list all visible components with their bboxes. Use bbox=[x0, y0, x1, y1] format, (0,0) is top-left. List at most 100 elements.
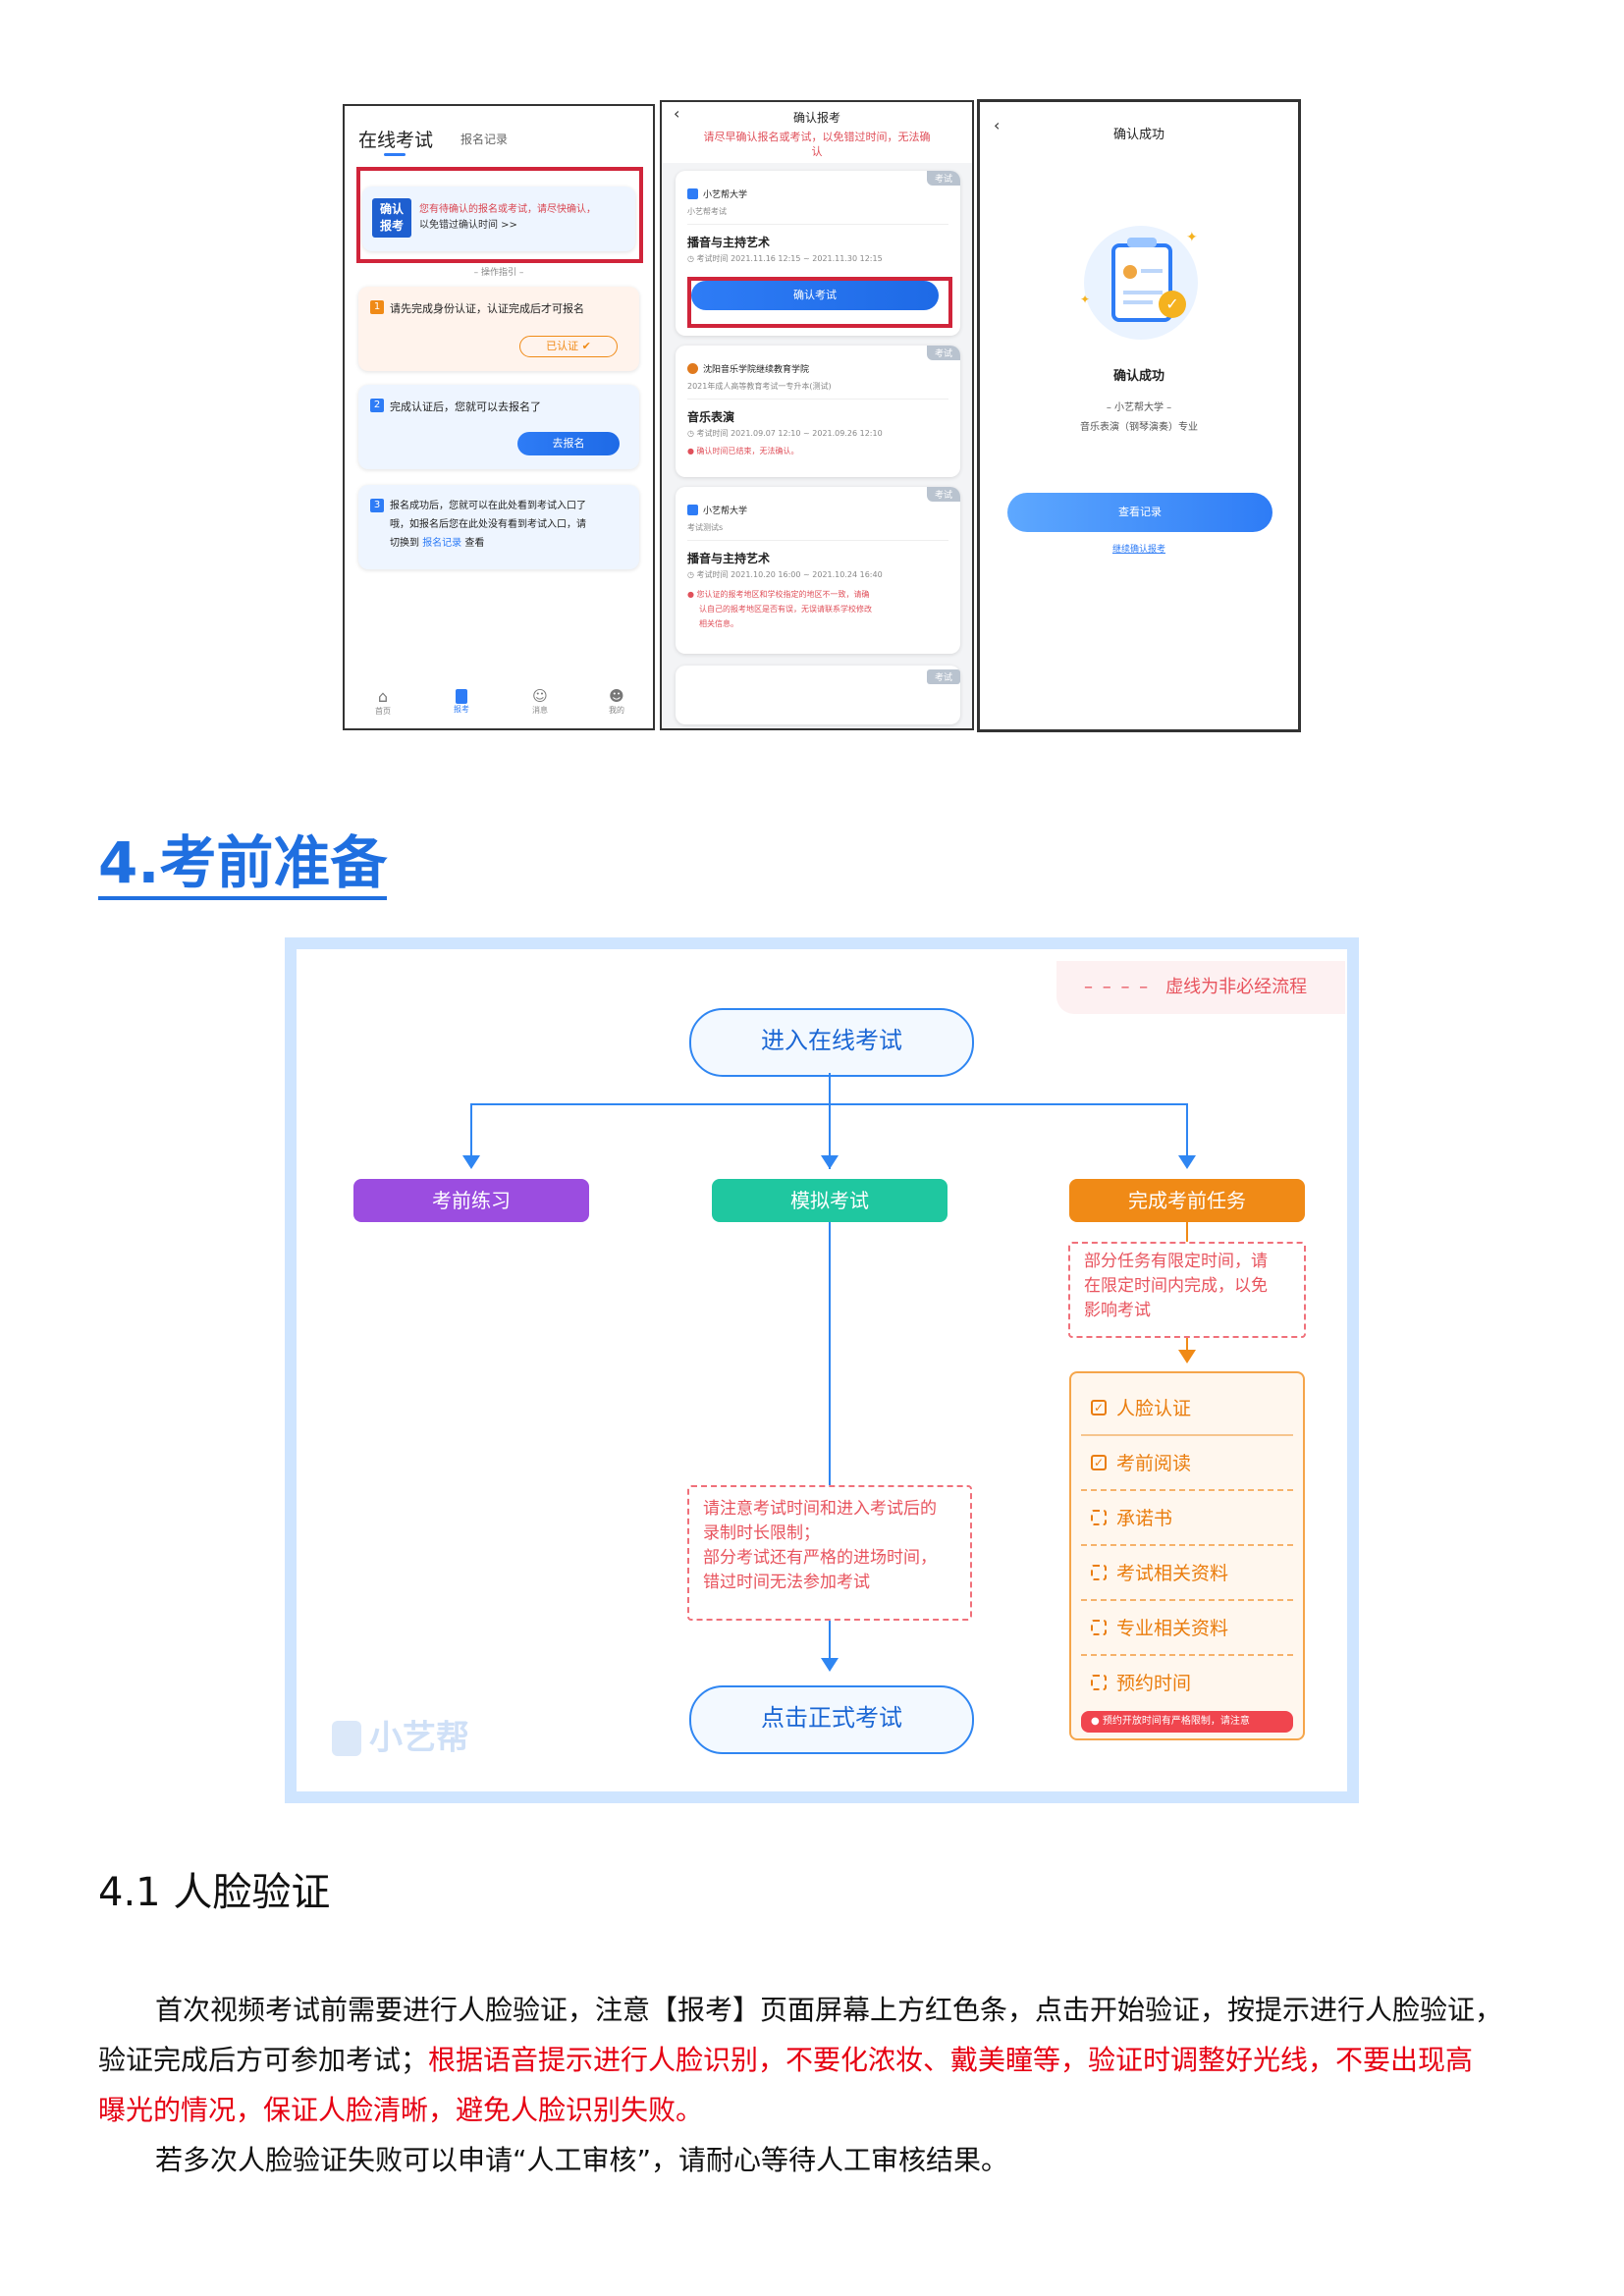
legend-dash: – – – – bbox=[1084, 977, 1151, 997]
checkmark-icon: ✔ bbox=[581, 340, 591, 352]
task-note-line-3: 影响考试 bbox=[1084, 1301, 1151, 1320]
task-note-line-1: 部分任务有限定时间，请 bbox=[1084, 1252, 1268, 1271]
connector bbox=[1186, 1222, 1188, 1242]
logo-icon bbox=[332, 1720, 361, 1756]
p1-line-3-red: 曝光的情况，保证人脸清晰，避免人脸识别失败。 bbox=[98, 2094, 704, 2126]
tab-online-exam[interactable]: 在线考试 bbox=[358, 130, 434, 151]
appointment-warning: ● 预约开放时间有严格限制，请注意 bbox=[1081, 1711, 1293, 1733]
report-icon bbox=[456, 689, 467, 704]
notice-line-1: 您有待确认的报名或考试，请尽快确认， bbox=[419, 204, 596, 215]
message-icon: ☺ bbox=[532, 687, 548, 705]
checkbox-optional-icon bbox=[1091, 1674, 1107, 1690]
card-divider bbox=[687, 540, 948, 541]
warning-icon: ● bbox=[1091, 1716, 1100, 1727]
exam-card-3: 考试 小艺帮大学 考试测试s 播音与主持艺术 ◷ 考试时间 2021.10.20… bbox=[676, 487, 960, 654]
exam-error: ● 确认时间已结束，无法确认。 bbox=[687, 446, 799, 456]
face-verify-paragraph-1: 首次视频考试前需要进行人脸验证，注意【报考】页面屏幕上方红色条，点击开始验证，按… bbox=[98, 1985, 1532, 2135]
connector bbox=[829, 1073, 831, 1169]
mock-exam-note: 请注意考试时间和进入考试后的 录制时长限制； 部分考试还有严格的进场时间， 错过… bbox=[687, 1485, 972, 1621]
exam-time-text: 考试时间 2021.09.07 12:10 ~ 2021.09.26 12:10 bbox=[696, 429, 883, 438]
card-divider bbox=[687, 224, 948, 225]
p1-line-2a: 验证完成后方可参加考试； bbox=[98, 2044, 429, 2076]
arrow-icon bbox=[462, 1155, 480, 1169]
task-divider bbox=[1081, 1654, 1293, 1656]
exam-error-text: 确认时间已结束，无法确认。 bbox=[696, 447, 799, 455]
task-divider bbox=[1081, 1489, 1293, 1491]
exam-time: ◷ 考试时间 2021.10.20 16:00 ~ 2021.10.24 16:… bbox=[687, 569, 883, 580]
checkbox-optional-icon bbox=[1091, 1509, 1107, 1525]
school-logo-icon bbox=[687, 363, 698, 374]
task-time-note: 部分任务有限定时间，请 在限定时间内完成，以免 影响考试 bbox=[1068, 1242, 1306, 1338]
mock-note-line-1: 请注意考试时间和进入考试后的 bbox=[703, 1499, 937, 1519]
nav-message[interactable]: ☺ 消息 bbox=[525, 687, 555, 716]
home-icon: ⌂ bbox=[377, 687, 389, 706]
nav-home[interactable]: ⌂ 首页 bbox=[368, 687, 398, 717]
connector bbox=[1186, 1338, 1188, 1352]
step2-text: 完成认证后，您就可以去报名了 bbox=[390, 400, 541, 413]
mock-note-line-4: 错过时间无法参加考试 bbox=[703, 1573, 870, 1592]
back-icon[interactable]: ‹ bbox=[994, 116, 1001, 134]
checkbox-optional-icon bbox=[1091, 1619, 1107, 1635]
school-sub: 2021年成人高等教育考试一专升本(测试) bbox=[687, 382, 832, 391]
guide-step-1: 1 请先完成身份认证，认证完成后才可报名 已认证 ✔ bbox=[358, 287, 639, 371]
connector bbox=[470, 1103, 472, 1157]
continue-confirm-link[interactable]: 继续确认报考 bbox=[1111, 545, 1165, 555]
guide-title: – 操作指引 – bbox=[473, 268, 524, 278]
school-sub: 考试测试s bbox=[687, 523, 724, 532]
nav-report[interactable]: 报考 bbox=[447, 687, 476, 715]
confirm-exam-button[interactable]: 确认考试 bbox=[691, 281, 939, 310]
go-register-button[interactable]: 去报名 bbox=[517, 432, 620, 455]
exam-tag: 考试 bbox=[926, 171, 960, 186]
success-heading: 确认成功 bbox=[1112, 369, 1164, 384]
bottom-nav: ⌂ 首页 报考 ☺ 消息 ☻ 我的 bbox=[345, 687, 653, 728]
step3-text: 报名成功后，您就可以在此处看到考试入口了 哦，如报名后您在此处没有看到考试入口，… bbox=[390, 497, 586, 553]
tab-registration-record[interactable]: 报名记录 bbox=[460, 133, 509, 146]
task-appointment: 预约时间 bbox=[1071, 1656, 1303, 1711]
phone-screen-online-exam: 在线考试 报名记录 确认 报考 您有待确认的报名或考试，请尽快确认， 以免错过确… bbox=[343, 104, 655, 730]
notice-text: 您有待确认的报名或考试，请尽快确认， 以免错过确认时间 >> bbox=[419, 202, 596, 234]
confirm-warning-bar: 请尽早确认报名或考试，以免错过时间，无法确 认 bbox=[662, 130, 972, 163]
task-label: 人脸认证 bbox=[1116, 1398, 1192, 1419]
clock-icon: ◷ bbox=[687, 429, 694, 438]
connector bbox=[470, 1103, 1187, 1105]
nav-mine-label: 我的 bbox=[609, 706, 624, 715]
pending-confirm-notice[interactable]: 确认 报考 您有待确认的报名或考试，请尽快确认， 以免错过确认时间 >> bbox=[362, 187, 635, 251]
warning-line-2: 认 bbox=[811, 145, 823, 158]
verified-button[interactable]: 已认证 ✔ bbox=[519, 336, 618, 357]
mock-exam-node: 模拟考试 bbox=[712, 1179, 947, 1222]
task-label: 承诺书 bbox=[1116, 1508, 1173, 1529]
task-label: 专业相关资料 bbox=[1116, 1618, 1229, 1639]
exam-tag: 考试 bbox=[926, 346, 960, 360]
step3-line-2: 哦，如报名后您在此处没有看到考试入口，请 bbox=[390, 519, 586, 530]
exam-card-1: 考试 小艺帮大学 小艺帮考试 播音与主持艺术 ◷ 考试时间 2021.11.16… bbox=[676, 171, 960, 336]
step3-line-1: 报名成功后，您就可以在此处看到考试入口了 bbox=[390, 501, 586, 511]
checkbox-checked-icon: ✓ bbox=[1091, 1399, 1107, 1415]
step3-line-3a: 切换到 bbox=[390, 538, 419, 549]
start-node: 进入在线考试 bbox=[689, 1008, 974, 1077]
task-exam-materials: 考试相关资料 bbox=[1071, 1546, 1303, 1601]
verified-button-label: 已认证 bbox=[546, 340, 579, 352]
checkbox-checked-icon: ✓ bbox=[1091, 1454, 1107, 1470]
connector bbox=[829, 1621, 831, 1660]
school-logo-icon bbox=[687, 188, 698, 199]
nav-mine[interactable]: ☻ 我的 bbox=[602, 687, 631, 716]
back-icon[interactable]: ‹ bbox=[674, 104, 680, 123]
exam-time: ◷ 考试时间 2021.09.07 12:10 ~ 2021.09.26 12:… bbox=[687, 428, 883, 439]
registration-record-link[interactable]: 报名记录 bbox=[422, 538, 462, 549]
task-pre-reading: ✓ 考前阅读 bbox=[1071, 1436, 1303, 1491]
task-label: 考前阅读 bbox=[1116, 1453, 1192, 1474]
warning-text: 预约开放时间有严格限制，请注意 bbox=[1102, 1716, 1250, 1727]
guide-step-2: 2 完成认证后，您就可以去报名了 去报名 bbox=[358, 385, 639, 469]
connector bbox=[1186, 1103, 1188, 1157]
task-divider bbox=[1081, 1599, 1293, 1601]
exam-error: ● 您认证的报考地区和学校指定的地区不一致，请确 认自己的报考地区是否有误，无误… bbox=[687, 587, 872, 631]
view-record-button[interactable]: 查看记录 bbox=[1007, 493, 1272, 532]
step-number-3: 3 bbox=[370, 499, 384, 512]
exam-time: ◷ 考试时间 2021.11.16 12:15 ~ 2021.11.30 12:… bbox=[687, 253, 883, 264]
exam-time-text: 考试时间 2021.11.16 12:15 ~ 2021.11.30 12:15 bbox=[696, 254, 883, 263]
success-school: – 小艺帮大学 – bbox=[1106, 402, 1172, 413]
exam-name: 音乐表演 bbox=[687, 410, 735, 424]
mock-note-line-3: 部分考试还有严格的进场时间， bbox=[703, 1548, 937, 1568]
logo-text: 小艺帮 bbox=[369, 1718, 469, 1758]
clock-icon: ◷ bbox=[687, 570, 694, 579]
